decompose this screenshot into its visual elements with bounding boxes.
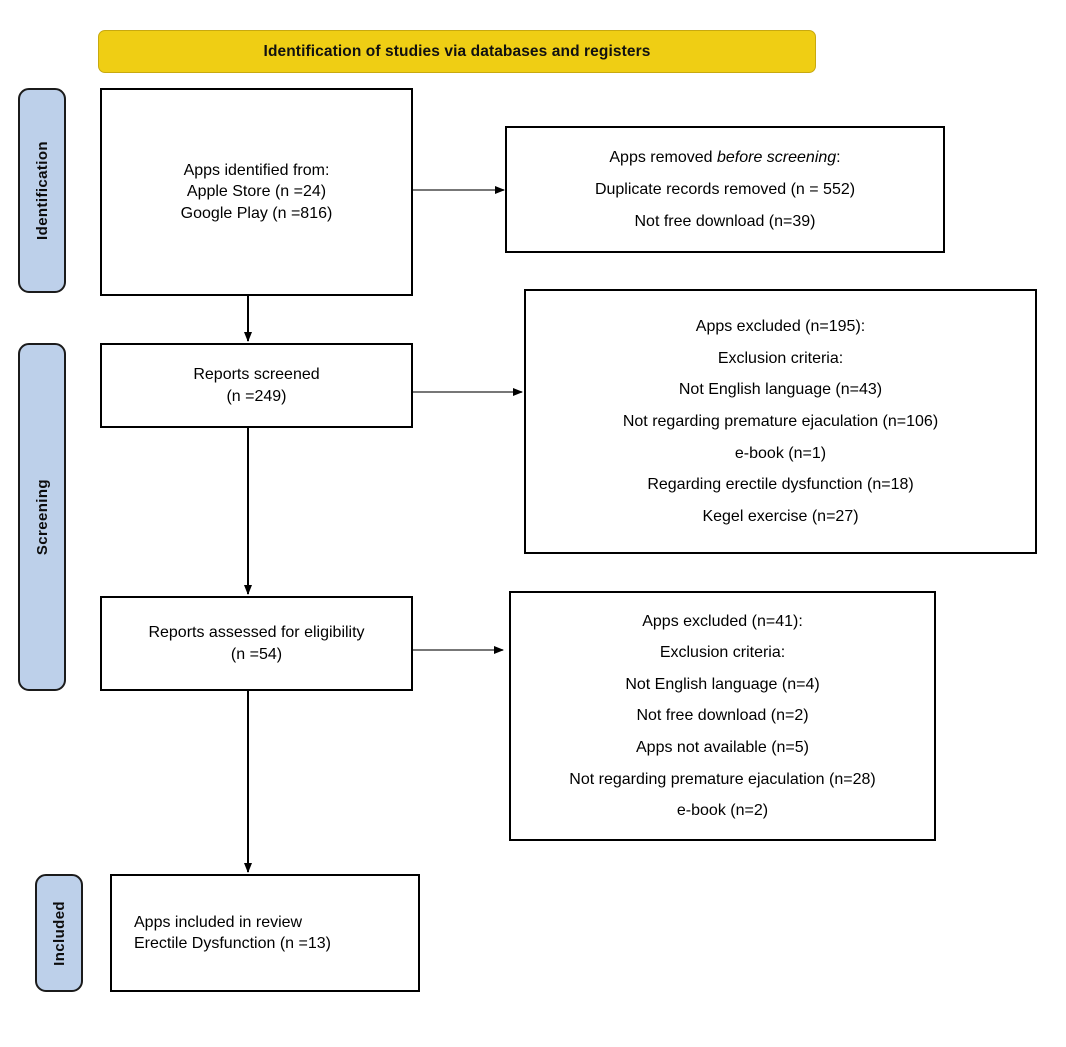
box-apps-included-line-1: Apps included in review — [134, 913, 303, 931]
box-apps-removed-heading: Apps removed before screening: — [517, 147, 933, 168]
phase-label-included-text: Included — [50, 900, 68, 966]
box-apps-excluded-screening-line-2: Exclusion criteria: — [717, 349, 844, 367]
box-apps-removed-heading-italic: before screening — [716, 149, 837, 167]
box-apps-excluded-eligibility-line-4: Not free download (n=2) — [636, 707, 809, 725]
phase-label-screening: Screening — [18, 343, 66, 691]
box-apps-removed-line-1: Duplicate records removed (n = 552) — [594, 180, 856, 198]
box-apps-identified-line-3: Google Play (n =816) — [180, 204, 333, 222]
phase-label-included: Included — [35, 874, 83, 992]
box-apps-excluded-screening-line-6: Regarding erectile dysfunction (n=18) — [647, 476, 914, 494]
diagram-title-banner: Identification of studies via databases … — [98, 30, 816, 73]
box-apps-excluded-eligibility-line-5: Apps not available (n=5) — [636, 739, 809, 757]
phase-label-identification: Identification — [18, 88, 66, 293]
box-apps-excluded-screening-line-5: e-book (n=1) — [734, 444, 827, 462]
box-apps-excluded-screening-line-1: Apps excluded (n=195): — [695, 318, 866, 336]
box-apps-excluded-screening-line-3: Not English language (n=43) — [678, 381, 883, 399]
box-apps-identified-line-1: Apps identified from: — [183, 162, 330, 180]
box-apps-included-review: Apps included in review Erectile Dysfunc… — [110, 874, 420, 992]
box-apps-removed-before-screening: Apps removed before screening: Duplicate… — [505, 126, 945, 253]
box-apps-identified-line-2: Apple Store (n =24) — [186, 183, 327, 201]
box-apps-excluded-eligibility-line-7: e-book (n=2) — [676, 802, 769, 820]
box-apps-excluded-screening-line-4: Not regarding premature ejaculation (n=1… — [622, 412, 939, 430]
box-reports-screened-line-2: (n =249) — [226, 387, 287, 405]
box-apps-excluded-screening-line-7: Kegel exercise (n=27) — [702, 507, 859, 525]
box-apps-excluded-eligibility-line-3: Not English language (n=4) — [625, 675, 820, 693]
phase-label-screening-text: Screening — [33, 478, 51, 556]
box-apps-excluded-screening: Apps excluded (n=195): Exclusion criteri… — [524, 289, 1037, 554]
box-reports-screened-line-1: Reports screened — [193, 366, 320, 384]
box-reports-screened: Reports screened (n =249) — [100, 343, 413, 428]
box-apps-excluded-eligibility: Apps excluded (n=41): Exclusion criteria… — [509, 591, 936, 841]
box-apps-included-line-2: Erectile Dysfunction (n =13) — [134, 935, 331, 952]
phase-label-identification-text: Identification — [33, 141, 51, 240]
box-apps-removed-line-2: Not free download (n=39) — [634, 212, 816, 230]
box-apps-identified: Apps identified from: Apple Store (n =24… — [100, 88, 413, 296]
box-apps-excluded-eligibility-line-1: Apps excluded (n=41): — [642, 612, 803, 630]
diagram-title-text: Identification of studies via databases … — [263, 42, 651, 60]
box-reports-assessed-line-1: Reports assessed for eligibility — [148, 624, 365, 642]
box-apps-excluded-eligibility-line-6: Not regarding premature ejaculation (n=2… — [569, 770, 876, 788]
box-reports-assessed-eligibility: Reports assessed for eligibility (n =54) — [100, 596, 413, 691]
box-reports-assessed-line-2: (n =54) — [230, 645, 283, 663]
box-apps-excluded-eligibility-line-2: Exclusion criteria: — [659, 644, 786, 662]
box-apps-removed-heading-suffix: : — [836, 149, 841, 167]
box-apps-removed-heading-prefix: Apps removed — [609, 149, 717, 167]
